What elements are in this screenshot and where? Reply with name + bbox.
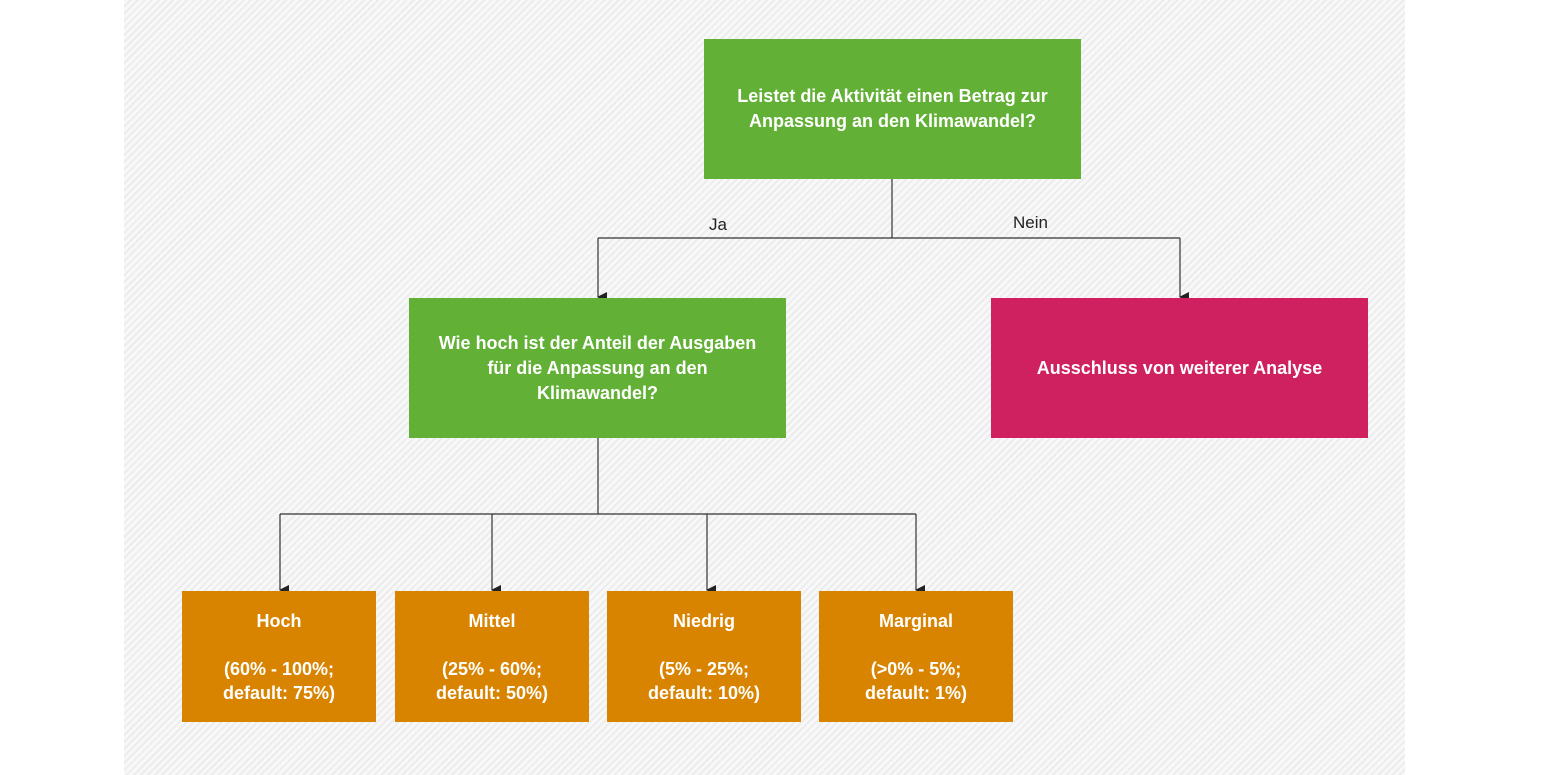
question-contribution-text: Leistet die Aktivität einen Betrag zur A… [737,86,1048,131]
edge-label-no: Nein [1013,213,1048,232]
category-node-niedrig: Niedrig (5% - 25%; default: 10%) [607,591,801,722]
category-node-marginal: Marginal (>0% - 5%; default: 1%) [819,591,1013,722]
category-default: default: 75%) [222,682,336,703]
exclusion-text: Ausschluss von weiterer Analyse [1036,357,1323,378]
category-title: Mittel [468,610,516,631]
category-range: (5% - 25%; [658,658,750,679]
question-contribution-node: Leistet die Aktivität einen Betrag zur A… [704,39,1081,179]
category-title: Niedrig [672,610,735,631]
question-share-node: Wie hoch ist der Anteil der Ausgaben für… [409,298,786,438]
category-range: (25% - 60%; [441,658,543,679]
category-node-mittel: Mittel (25% - 60%; default: 50%) [395,591,589,722]
exclusion-node: Ausschluss von weiterer Analyse [991,298,1368,438]
category-title: Hoch [256,610,302,631]
category-range: (>0% - 5%; [870,658,962,679]
edge-label-yes: Ja [709,215,727,234]
category-default: default: 10%) [647,682,761,703]
category-title: Marginal [878,610,953,631]
category-default: default: 50%) [435,682,549,703]
question-share-text: Wie hoch ist der Anteil der Ausgaben für… [438,332,757,403]
category-default: default: 1%) [864,682,967,703]
category-node-hoch: Hoch (60% - 100%; default: 75%) [182,591,376,722]
category-range: (60% - 100%; [223,658,335,679]
